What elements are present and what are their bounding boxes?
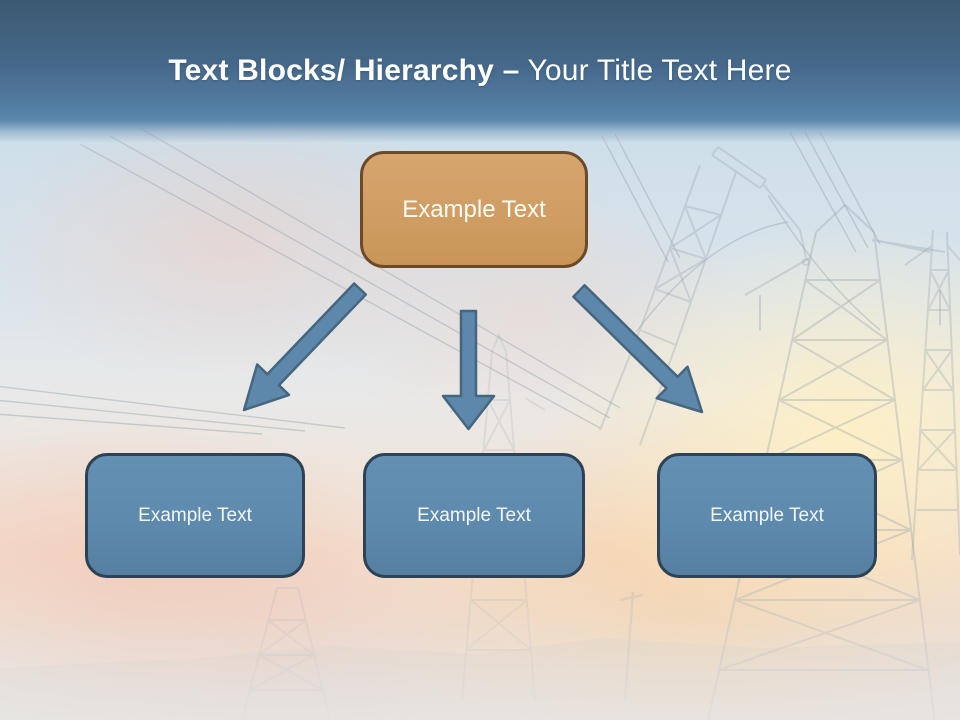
hierarchy-child-box-2[interactable]: Example Text bbox=[363, 453, 585, 578]
root-box-label: Example Text bbox=[402, 195, 546, 223]
child-box-1-label: Example Text bbox=[138, 504, 252, 526]
child-box-3-label: Example Text bbox=[710, 504, 824, 526]
title-bar: Text Blocks/ Hierarchy – Your Title Text… bbox=[0, 0, 960, 152]
arrow-down-left-icon[interactable] bbox=[242, 282, 368, 412]
child-box-2-label: Example Text bbox=[417, 504, 531, 526]
arrow-down-right-icon[interactable] bbox=[572, 284, 704, 414]
hierarchy-child-box-1[interactable]: Example Text bbox=[85, 453, 305, 578]
arrow-down-icon[interactable] bbox=[441, 309, 496, 431]
slide-title: Text Blocks/ Hierarchy – Your Title Text… bbox=[0, 54, 960, 88]
hierarchy-root-box[interactable]: Example Text bbox=[360, 151, 588, 268]
title-primary: Text Blocks/ Hierarchy – bbox=[168, 54, 520, 87]
title-secondary: Your Title Text Here bbox=[527, 54, 792, 87]
hierarchy-child-box-3[interactable]: Example Text bbox=[657, 453, 877, 578]
